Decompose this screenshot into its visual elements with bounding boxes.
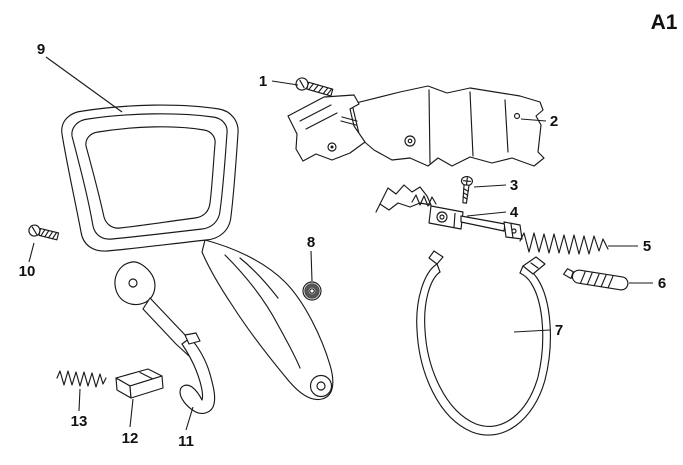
guard-cutout xyxy=(85,126,216,229)
latch-bracket xyxy=(379,184,432,211)
clevis-hole xyxy=(511,228,517,234)
block-side-face xyxy=(129,375,164,399)
callout-labels: 9 1 2 3 4 5 6 7 8 10 11 12 13 xyxy=(19,41,667,450)
callout-leader-lines xyxy=(28,56,653,431)
callout-13: 13 xyxy=(71,413,88,430)
plate-right xyxy=(351,85,545,167)
part-1-screw xyxy=(295,77,334,97)
callout-9: 9 xyxy=(37,41,45,58)
callout-12: 12 xyxy=(122,430,139,447)
plate-left xyxy=(287,94,366,162)
actuator-rod xyxy=(460,215,506,232)
callout-6: 6 xyxy=(658,275,666,292)
bracket-hook xyxy=(184,332,201,345)
callout-11: 11 xyxy=(178,433,194,450)
housing-boss-hole xyxy=(316,381,326,391)
grommet-center xyxy=(309,288,315,294)
screw-shank xyxy=(306,81,334,97)
part-8-grommet xyxy=(302,281,322,301)
band-hook-left xyxy=(428,250,444,265)
part-11-bracket xyxy=(179,332,216,414)
part-13-spring xyxy=(56,370,107,388)
grommet-ring xyxy=(304,283,320,299)
diagram-code: A1 xyxy=(651,11,678,34)
band-outer-edge xyxy=(416,263,551,436)
screw-slot xyxy=(299,79,305,89)
part-6-pin xyxy=(563,268,629,291)
screw-threads xyxy=(40,229,58,240)
leader-9 xyxy=(45,56,123,113)
trigger-pivot xyxy=(128,278,138,288)
callout-5: 5 xyxy=(643,238,651,255)
callout-4: 4 xyxy=(510,204,519,221)
bracket-body xyxy=(179,337,216,414)
plate-hole-inner xyxy=(407,138,413,144)
screw-threads xyxy=(462,188,469,200)
callout-1: 1 xyxy=(259,73,267,90)
leader-8 xyxy=(310,250,313,282)
part-10-screw xyxy=(28,224,60,241)
leader-11 xyxy=(185,406,194,431)
block-notch xyxy=(139,371,153,380)
leader-2 xyxy=(520,118,547,122)
plate-left-slot xyxy=(340,116,358,126)
plate-small-hole xyxy=(513,112,521,120)
pin-hatches xyxy=(579,271,614,289)
band-end-caps xyxy=(436,263,524,274)
leader-1 xyxy=(271,80,299,86)
callout-7: 7 xyxy=(555,322,563,339)
part-4-brake-lever-assembly xyxy=(375,184,523,240)
screw-cross-slot xyxy=(462,176,471,186)
leader-7 xyxy=(513,329,551,333)
plate-left-bend-lines xyxy=(299,104,338,130)
pin-clip xyxy=(563,268,574,280)
guard-inner-rim xyxy=(71,113,228,240)
spring-coils xyxy=(56,370,107,388)
screw-threads xyxy=(308,83,333,96)
plate-bend-lines xyxy=(428,89,509,164)
pin-body xyxy=(571,269,629,291)
leader-3 xyxy=(473,184,507,188)
part-12-block xyxy=(115,368,164,399)
part-3-screw xyxy=(460,175,474,204)
latch-spring xyxy=(411,194,437,207)
band-inner-edge xyxy=(424,271,544,427)
callout-8: 8 xyxy=(307,234,315,251)
plate-left-hole-center xyxy=(330,145,334,149)
leader-12 xyxy=(129,398,134,428)
housing-body xyxy=(201,239,334,401)
leader-10 xyxy=(28,242,35,263)
housing-fold-line xyxy=(224,254,301,369)
callout-10: 10 xyxy=(19,263,36,280)
part-7-brake-band xyxy=(416,250,551,436)
callout-3: 3 xyxy=(510,177,518,194)
part-9-handle-guard-assembly xyxy=(61,104,334,401)
pivot-block-line xyxy=(453,212,456,228)
leader-13 xyxy=(78,388,81,412)
screw-slot xyxy=(31,226,38,235)
band-tab-slot xyxy=(530,262,539,269)
pivot-hole-inner xyxy=(439,214,445,220)
latch-tail xyxy=(375,203,381,213)
part-2-cover-plate xyxy=(287,85,545,167)
spring-coils xyxy=(519,232,609,255)
callout-2: 2 xyxy=(550,113,558,130)
housing-fold-line-2 xyxy=(239,257,279,299)
part-5-spring xyxy=(519,232,609,255)
leader-4 xyxy=(466,211,507,217)
